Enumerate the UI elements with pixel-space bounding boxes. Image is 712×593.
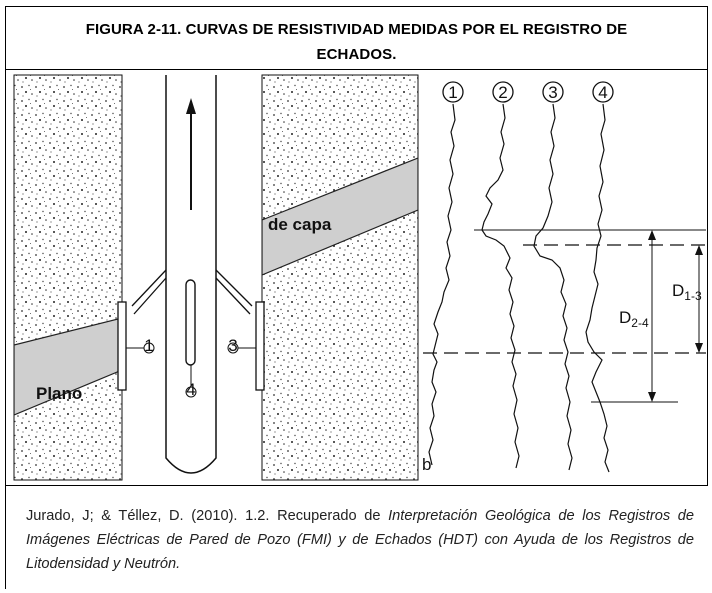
- curve-number-3: 3: [548, 83, 557, 102]
- source-title: Interpretación Geológica de los Registro…: [26, 508, 694, 572]
- curve-number-2: 2: [498, 83, 507, 102]
- label-de-capa: de capa: [268, 215, 332, 234]
- curve-number-1: 1: [448, 83, 457, 102]
- label-d24: D2-4: [619, 308, 649, 330]
- figure-panel: 1 3 4 de capa Plano 1 2 3 4: [5, 70, 708, 485]
- curve-1: [428, 103, 456, 466]
- figure-caption-box: FIGURA 2-11. CURVAS DE RESISTIVIDAD MEDI…: [5, 6, 708, 70]
- curve-3: [533, 103, 573, 471]
- correlation-lines: [423, 229, 706, 403]
- left-formation: [13, 74, 123, 481]
- resistivity-curves: [428, 103, 610, 473]
- curve-2: [481, 103, 520, 469]
- dimension-arrows: [648, 230, 703, 402]
- curve-numbers: 1 2 3 4: [442, 81, 614, 103]
- dipmeter-illustration: 1 3 4 de capa Plano 1 2 3 4: [13, 74, 706, 481]
- curve-4: [585, 103, 610, 473]
- pad-marker-4: 4: [186, 380, 195, 399]
- pad-marker-3: 3: [228, 336, 237, 355]
- source-citation: Jurado, J; & Téllez, D. (2010). 1.2. Rec…: [26, 504, 694, 576]
- source-box: Jurado, J; & Téllez, D. (2010). 1.2. Rec…: [5, 485, 708, 589]
- label-d13: D1-3: [672, 281, 702, 303]
- pad-marker-1: 1: [144, 336, 153, 355]
- source-prefix: Jurado, J; & Téllez, D. (2010). 1.2. Rec…: [26, 508, 389, 524]
- caption-line-1: FIGURA 2-11. CURVAS DE RESISTIVIDAD MEDI…: [85, 21, 628, 38]
- right-formation: [261, 74, 419, 481]
- curve-number-4: 4: [598, 83, 607, 102]
- panel-letter-b: b: [422, 455, 431, 474]
- figure-caption: FIGURA 2-11. CURVAS DE RESISTIVIDAD MEDI…: [6, 17, 707, 67]
- borehole-tool: 1 3 4: [117, 75, 265, 474]
- caption-line-2: ECHADOS.: [316, 46, 397, 63]
- label-plano: Plano: [36, 384, 82, 403]
